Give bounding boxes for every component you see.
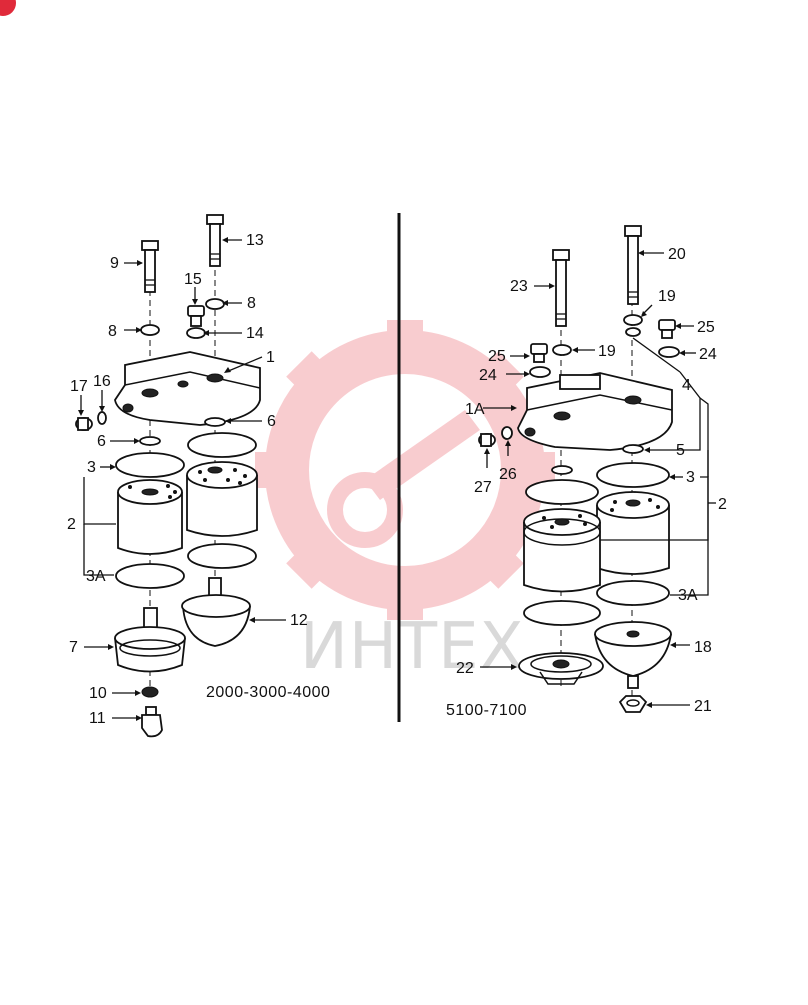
filter-element-2-rear — [596, 491, 670, 575]
gasket-3a-right-front — [523, 600, 601, 626]
bolt-13 — [206, 214, 224, 267]
bowl-12 — [181, 577, 251, 647]
label-2: 2 — [67, 516, 76, 533]
left-assembly — [75, 214, 286, 738]
label-25-left: 25 — [488, 348, 506, 365]
label-3-right: 3 — [686, 469, 695, 486]
right-assembly — [478, 225, 716, 713]
washer-8-right — [205, 298, 225, 310]
watermark-gear-icon — [255, 320, 555, 620]
base-22 — [518, 652, 604, 685]
label-3: 3 — [87, 459, 96, 476]
filter-head-1a — [517, 372, 673, 451]
label-14: 14 — [246, 325, 264, 342]
label-11: 11 — [89, 710, 106, 727]
washer-19-top — [623, 314, 643, 326]
label-6-right: 6 — [267, 413, 276, 430]
label-2-right: 2 — [718, 496, 727, 513]
label-20: 20 — [668, 246, 686, 263]
washer-10 — [141, 686, 159, 698]
filter-element-2-left — [117, 479, 183, 555]
label-4: 4 — [682, 377, 691, 394]
plug-25-right — [658, 319, 676, 339]
label-15: 15 — [184, 271, 202, 288]
washer-26 — [501, 426, 513, 440]
watermark-text: ИНТЕХ — [300, 610, 524, 684]
shell-7 — [114, 607, 186, 673]
corner-badge — [0, 0, 16, 16]
plug-15 — [187, 305, 205, 327]
oring-6-left — [139, 436, 161, 446]
plug-27 — [478, 433, 496, 447]
bolt-20 — [624, 225, 642, 305]
label-17: 17 — [70, 378, 88, 395]
oring-5-left — [551, 465, 573, 475]
washer-19-left — [552, 344, 572, 356]
washer-8-left — [140, 324, 160, 336]
plug-17 — [75, 417, 93, 431]
plug-25-left — [530, 343, 548, 363]
label-18: 18 — [694, 639, 712, 656]
caption-right: 5100-7100 — [446, 702, 527, 719]
label-16: 16 — [93, 373, 111, 390]
label-5: 5 — [676, 442, 685, 459]
gasket-3a-rear — [187, 543, 257, 569]
bowl-18 — [594, 621, 672, 689]
label-24-right: 24 — [699, 346, 717, 363]
label-12: 12 — [290, 612, 308, 629]
right-labels: 20 23 19 25 25 19 24 24 4 1A 5 27 26 3 2… — [446, 246, 727, 719]
label-8-right: 8 — [247, 295, 256, 312]
label-27: 27 — [474, 479, 492, 496]
label-10: 10 — [89, 685, 107, 702]
filter-element-2-right — [186, 461, 258, 537]
label-9: 9 — [110, 255, 119, 272]
label-19-left: 19 — [598, 343, 616, 360]
drain-11 — [141, 706, 163, 738]
filter-head-1 — [114, 351, 261, 426]
gasket-3-right-front — [525, 479, 599, 505]
label-1: 1 — [266, 349, 275, 366]
washer-16 — [97, 411, 107, 425]
oring-5 — [622, 444, 644, 454]
gasket-3a — [115, 563, 185, 589]
filter-element-2-front — [523, 508, 601, 593]
washer-24-left — [529, 366, 551, 378]
label-1a: 1A — [465, 401, 485, 418]
label-6-left: 6 — [97, 433, 106, 450]
nut-21 — [618, 695, 648, 713]
label-7: 7 — [69, 639, 78, 656]
gasket-3a-right — [596, 580, 670, 606]
label-21: 21 — [694, 698, 712, 715]
label-26: 26 — [499, 466, 517, 483]
label-23: 23 — [510, 278, 528, 295]
label-25-right: 25 — [697, 319, 715, 336]
washer-19-lower — [625, 327, 641, 337]
left-labels: 13 9 15 8 8 14 1 17 16 6 6 3 2 3A 12 7 1… — [67, 232, 330, 727]
gasket-3-right — [596, 462, 670, 488]
label-24-left: 24 — [479, 367, 497, 384]
bolt-23 — [552, 249, 570, 327]
washer-24-right — [658, 346, 680, 358]
gasket-3 — [115, 452, 185, 478]
label-8-left: 8 — [108, 323, 117, 340]
bolt-9 — [141, 240, 159, 293]
label-19-top: 19 — [658, 288, 676, 305]
gasket-3-rear — [187, 432, 257, 458]
oring-6-right — [204, 417, 226, 427]
label-3a-right: 3A — [678, 587, 698, 604]
label-3a: 3A — [86, 568, 106, 585]
washer-14 — [186, 327, 206, 339]
label-22: 22 — [456, 660, 474, 677]
label-13: 13 — [246, 232, 264, 249]
caption-left: 2000-3000-4000 — [206, 684, 330, 701]
